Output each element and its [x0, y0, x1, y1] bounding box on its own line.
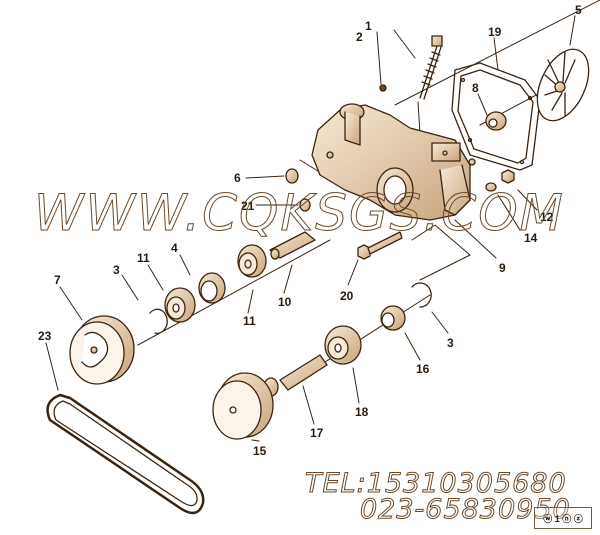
idler-pulley-15-part — [212, 372, 274, 440]
callout-12: 12 — [540, 210, 554, 224]
callout-21: 21 — [241, 199, 255, 213]
callout-9: 9 — [499, 261, 506, 275]
callout-16: 16 — [416, 362, 430, 376]
watermark-phone: 023-65830950 — [360, 494, 571, 526]
plug-6-part — [285, 168, 299, 184]
figure-code-label: ⓦ 1 ⓝ ⓩ — [534, 507, 592, 529]
watermark-url: WWW.CQKSGS.COM — [34, 184, 565, 243]
callout-5: 5 — [575, 3, 582, 17]
callout-18: 18 — [355, 405, 369, 419]
belt-23-part — [46, 393, 205, 515]
callout-14: 14 — [524, 231, 538, 245]
fitting-21-part — [299, 198, 311, 212]
bearing-11a-part — [164, 287, 196, 323]
bolt-1-part — [419, 35, 443, 100]
pump-housing-part — [311, 103, 476, 221]
callout-17: 17 — [310, 426, 324, 440]
bearing-11b-part — [237, 244, 267, 278]
callout-4: 4 — [171, 241, 178, 255]
callout-19: 19 — [488, 25, 502, 39]
callout-23: 23 — [38, 329, 52, 343]
bearing-18-part — [324, 325, 362, 365]
callout-11b: 11 — [243, 314, 256, 328]
seal-8-part — [485, 111, 507, 131]
callout-11a: 11 — [137, 251, 150, 265]
spacer-16-part — [380, 305, 406, 331]
callout-arrows — [45, 15, 576, 442]
seal-4-part — [198, 272, 226, 304]
callout-15: 15 — [253, 444, 267, 458]
plug-2-part — [379, 84, 387, 92]
callout-7: 7 — [54, 273, 61, 287]
watermark-tel: TEL:15310305680 — [305, 468, 567, 500]
callout-1: 1 — [365, 19, 372, 33]
gasket-19-part — [451, 62, 541, 171]
callout-8: 8 — [472, 81, 479, 95]
callout-10: 10 — [278, 295, 292, 309]
nut-12-part — [501, 169, 515, 184]
ring-3b-part — [411, 282, 432, 308]
bolt-20-part — [357, 231, 403, 260]
callout-3a: 3 — [113, 263, 120, 277]
pulley-7-part — [69, 315, 135, 385]
washer-14-part — [485, 182, 497, 192]
callout-20: 20 — [340, 289, 354, 303]
callout-6: 6 — [234, 171, 241, 185]
ring-3a-part — [149, 308, 168, 334]
callout-3b: 3 — [447, 336, 454, 350]
idler-shaft-17-part — [263, 354, 328, 397]
impeller-5-part — [536, 48, 590, 122]
shaft-10-part — [269, 231, 316, 260]
callout-2: 2 — [356, 30, 363, 44]
